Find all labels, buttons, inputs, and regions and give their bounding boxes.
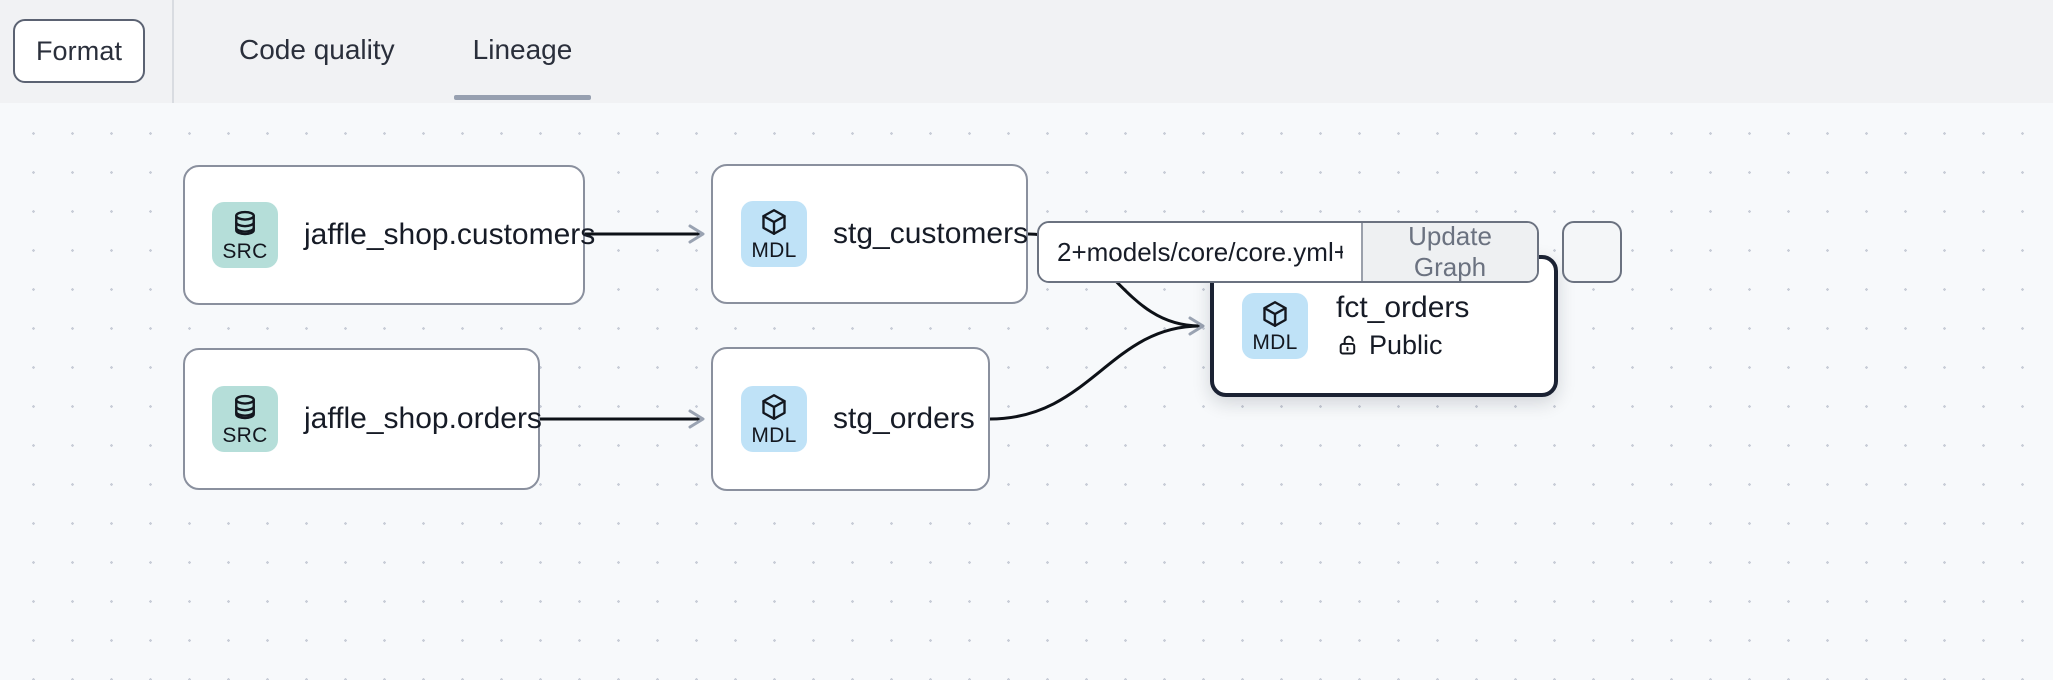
node-title: jaffle_shop.orders (304, 402, 542, 436)
source-badge: SRC (212, 386, 278, 452)
source-badge-label: SRC (222, 424, 268, 447)
source-badge-label: SRC (222, 240, 268, 263)
model-badge: MDL (1242, 293, 1308, 359)
tab-lineage[interactable]: Lineage (453, 0, 592, 100)
cube-icon (762, 394, 786, 420)
tab-code-quality-label: Code quality (239, 34, 395, 65)
update-graph-button[interactable]: Update Graph (1361, 223, 1537, 281)
toolbar-divider (172, 0, 174, 103)
toolbar-header: Format Code quality Lineage (0, 0, 2053, 103)
node-title: fct_orders (1336, 291, 1470, 325)
node-body: jaffle_shop.orders (304, 402, 542, 436)
node-title: stg_customers (833, 217, 1029, 251)
tab-code-quality[interactable]: Code quality (239, 0, 395, 100)
model-badge-label: MDL (1252, 331, 1298, 354)
lineage-node-src-customers[interactable]: SRC jaffle_shop.customers (183, 165, 595, 305)
lineage-node-src-orders[interactable]: SRC jaffle_shop.orders (183, 348, 542, 490)
graph-side-control[interactable] (1562, 221, 1622, 283)
node-title: jaffle_shop.customers (304, 218, 596, 252)
edge-arrowhead (688, 409, 705, 429)
model-badge: MDL (741, 386, 807, 452)
cube-icon (762, 209, 786, 235)
graph-selector-input[interactable] (1039, 223, 1361, 281)
unlock-icon (1339, 335, 1356, 355)
cube-icon (1263, 301, 1287, 327)
model-badge: MDL (741, 201, 807, 267)
node-body: fct_orders Public (1336, 291, 1469, 361)
tab-lineage-label: Lineage (472, 34, 573, 65)
edge-arrowhead (1188, 316, 1205, 336)
edge-stg-orders-to-fct-orders (989, 324, 1201, 421)
tab-bar: Code quality Lineage (172, 0, 592, 103)
node-body: stg_orders (833, 402, 975, 436)
graph-selector-group: Update Graph (1037, 221, 1539, 283)
tab-underline-active (453, 95, 592, 100)
edge-arrowhead (688, 224, 705, 244)
node-access-row: Public (1336, 330, 1469, 361)
model-badge-label: MDL (751, 424, 797, 447)
lineage-node-stg-orders[interactable]: MDL stg_orders (711, 347, 990, 491)
format-button[interactable]: Format (13, 19, 145, 83)
node-body: stg_customers (833, 217, 1028, 251)
node-access-label: Public (1369, 329, 1443, 360)
node-title: stg_orders (833, 402, 975, 436)
database-icon (235, 394, 255, 420)
lineage-node-stg-customers[interactable]: MDL stg_customers (711, 164, 1028, 304)
model-badge-label: MDL (751, 239, 797, 262)
node-body: jaffle_shop.customers (304, 218, 595, 252)
database-icon (235, 210, 255, 236)
lineage-canvas[interactable]: SRC jaffle_shop.customers SRC jaffle_sho… (0, 103, 2053, 680)
source-badge: SRC (212, 202, 278, 268)
